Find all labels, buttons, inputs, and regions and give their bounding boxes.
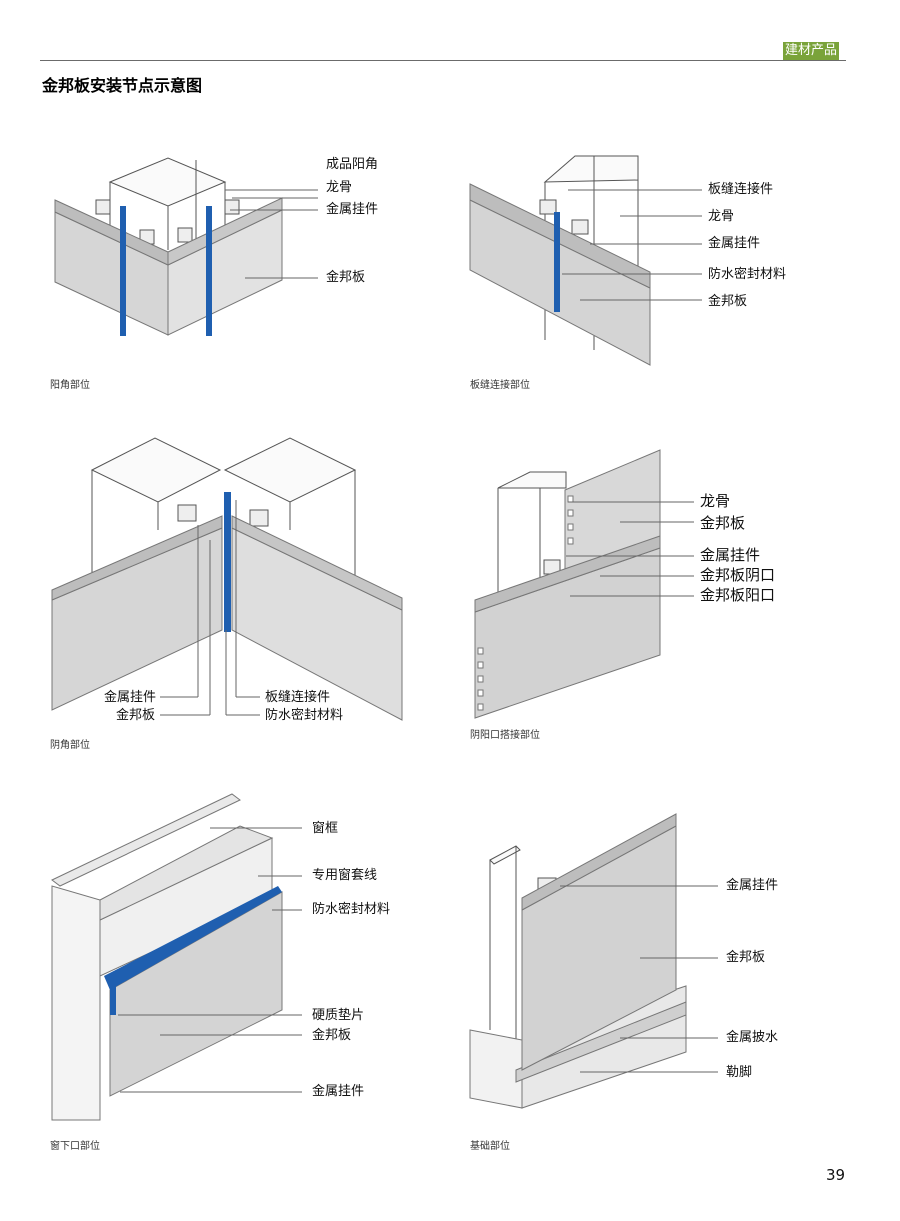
- label-keel: 龙骨: [326, 180, 353, 195]
- label-sealant: 防水密封材料: [708, 267, 787, 282]
- figure-caption: 窗下口部位: [50, 1141, 100, 1152]
- label-metal-hanger: 金属挂件: [326, 202, 379, 217]
- label-metal-hanger: 金属挂件: [700, 546, 761, 564]
- figure-caption: 板缝连接部位: [470, 380, 530, 391]
- outside-corner-drawing: [54, 157, 318, 336]
- label-jinbang-panel: 金邦板: [326, 270, 366, 285]
- inside-corner-drawing: [51, 437, 403, 721]
- section-tag: 建材产品: [783, 42, 840, 60]
- label-metal-hanger: 金属挂件: [104, 690, 157, 705]
- label-joint-connector: 板缝连接件: [708, 182, 774, 197]
- label-window-trim: 专用窗套线: [312, 868, 378, 883]
- label-finished-corner: 成品阳角: [326, 157, 379, 172]
- foundation-drawing: [469, 813, 718, 1109]
- label-jinbang-panel: 金邦板: [708, 294, 748, 309]
- label-jinbang-panel: 金邦板: [726, 950, 766, 965]
- label-window-frame: 窗框: [312, 821, 339, 836]
- label-jinbang-panel: 金邦板: [700, 514, 746, 532]
- label-plinth: 勒脚: [726, 1065, 753, 1080]
- window-sill-drawing: [51, 793, 302, 1121]
- label-metal-hanger: 金属挂件: [726, 878, 779, 893]
- label-keel: 龙骨: [708, 209, 735, 224]
- label-metal-hanger: 金属挂件: [708, 236, 761, 251]
- label-panel-female-edge: 金邦板阴口: [700, 566, 776, 584]
- figure-inside-corner: 金属挂件 金邦板 板缝连接件 防水密封材料 阴角部位: [0, 430, 450, 760]
- page-number: 39: [826, 1166, 846, 1184]
- figure-caption: 阳角部位: [50, 380, 90, 391]
- label-hard-shim: 硬质垫片: [312, 1008, 365, 1023]
- lap-joint-drawing: [474, 449, 694, 719]
- label-metal-drip: 金属披水: [726, 1030, 779, 1045]
- label-panel-male-edge: 金邦板阳口: [700, 586, 776, 604]
- figure-panel-joint: 板缝连接件 龙骨 金属挂件 防水密封材料 金邦板 板缝连接部位: [450, 140, 900, 400]
- header-rule: [40, 60, 846, 61]
- panel-joint-drawing: [469, 155, 702, 366]
- figure-caption: 基础部位: [470, 1141, 510, 1152]
- figure-window-sill: 窗框 专用窗套线 防水密封材料 硬质垫片 金邦板 金属挂件 窗下口部位: [0, 790, 450, 1152]
- figure-foundation: 金属挂件 金邦板 金属披水 勒脚 基础部位: [450, 790, 900, 1152]
- label-jinbang-panel: 金邦板: [312, 1028, 352, 1043]
- figure-caption: 阴角部位: [50, 740, 90, 751]
- figure-lap-joint: 龙骨 金邦板 金属挂件 金邦板阴口 金邦板阳口 阴阳口搭接部位: [450, 430, 900, 760]
- figure-caption: 阴阳口搭接部位: [470, 730, 540, 741]
- figure-outside-corner: 成品阳角 龙骨 金属挂件 金邦板 阳角部位: [0, 140, 450, 400]
- label-keel: 龙骨: [700, 492, 731, 510]
- label-sealant: 防水密封材料: [265, 708, 344, 723]
- label-metal-hanger: 金属挂件: [312, 1084, 365, 1099]
- label-joint-connector: 板缝连接件: [265, 690, 331, 705]
- page-title: 金邦板安装节点示意图: [42, 76, 203, 95]
- label-sealant: 防水密封材料: [312, 902, 391, 917]
- label-jinbang-panel: 金邦板: [116, 708, 156, 723]
